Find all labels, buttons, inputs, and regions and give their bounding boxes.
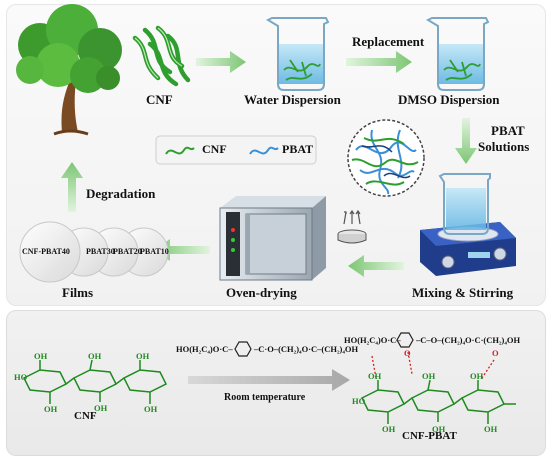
replacement-label: Replacement xyxy=(352,34,425,49)
legend-cnf-label: CNF xyxy=(202,142,227,156)
product-formula-left: HO(H₂C₄)O·C– xyxy=(344,335,401,345)
cnf-structure-label: CNF xyxy=(74,410,97,422)
product-oh-label-5: OH xyxy=(470,371,484,381)
pbat-solutions-label-2: Solutions xyxy=(478,139,530,154)
legend-pbat-swatch xyxy=(249,146,279,155)
mixing-stirring-label: Mixing & Stirring xyxy=(412,285,514,300)
product-oh-label-2: OH xyxy=(382,424,396,434)
product-ho-label: HO xyxy=(352,396,366,406)
films-icon xyxy=(19,221,169,283)
benzene-ring-icon xyxy=(234,332,414,357)
degradation-label: Degradation xyxy=(86,186,156,201)
product-o-label-2: O xyxy=(492,348,499,358)
cnf-oh-label-3: OH xyxy=(88,351,102,361)
water-dispersion-label: Water Dispersion xyxy=(244,92,341,107)
reaction-arrow xyxy=(188,369,350,391)
cnf-cellulose-structure xyxy=(22,359,168,404)
pbat-formula-right: –C·O–(CH₂)₄O·C–(CH₂)₄OH xyxy=(254,344,359,354)
product-oh-label-6: OH xyxy=(484,424,498,434)
films-label: Films xyxy=(62,285,94,300)
cnf-pbat-structure-label: CNF-PBAT xyxy=(402,430,457,442)
tree-icon xyxy=(16,4,122,136)
pbat-formula-left: HO(H₂C₄)O·C– xyxy=(176,344,233,354)
cnf-oh-label-6: OH xyxy=(144,404,158,414)
product-oh-label-3: OH xyxy=(422,371,436,381)
product-oh-label-4: OH xyxy=(432,424,446,434)
cnf-oh-label-1: OH xyxy=(34,351,48,361)
legend-box xyxy=(155,135,317,165)
cnf-label: CNF xyxy=(146,92,173,107)
cnf-fibers-icon xyxy=(132,25,191,87)
arrow-to-water xyxy=(196,51,246,73)
cnf-ho-label: HO xyxy=(14,372,28,382)
film-label-30: PBAT30 xyxy=(86,247,115,256)
arrow-replacement xyxy=(346,51,412,73)
petri-dish-icon xyxy=(337,209,367,244)
beaker-water-icon xyxy=(265,17,330,91)
cnf-pbat-network-icon xyxy=(347,119,425,197)
film-label-40: CNF-PBAT40 xyxy=(22,247,70,256)
arrow-pbat-solutions xyxy=(455,118,477,164)
pbat-solutions-label-1: PBAT xyxy=(491,123,525,138)
film-label-10: PBAT10 xyxy=(140,247,169,256)
legend-pbat-label: PBAT xyxy=(282,142,314,156)
product-oh-label-1: OH xyxy=(368,371,382,381)
reaction-condition-label: Room temperature xyxy=(224,392,306,403)
oven-drying-label: Oven-drying xyxy=(226,285,297,300)
magnetic-stirrer-icon xyxy=(420,173,516,276)
arrow-degradation xyxy=(61,162,83,212)
cnf-pbat-product-structure xyxy=(360,379,516,424)
product-o-label: O xyxy=(404,348,411,358)
arrow-to-oven xyxy=(348,255,404,277)
legend-cnf-swatch xyxy=(165,146,195,155)
dmso-dispersion-label: DMSO Dispersion xyxy=(398,92,500,107)
cnf-oh-label-4: OH xyxy=(94,403,108,413)
beaker-dmso-icon xyxy=(425,17,490,91)
film-label-20: PBAT20 xyxy=(113,247,142,256)
oven-icon xyxy=(219,196,326,281)
product-formula-right: –C–O–(CH₂)₄O·C·(CH₂)₄OH xyxy=(416,335,521,345)
cnf-oh-label-5: OH xyxy=(136,351,150,361)
cnf-oh-label-2: OH xyxy=(44,404,58,414)
